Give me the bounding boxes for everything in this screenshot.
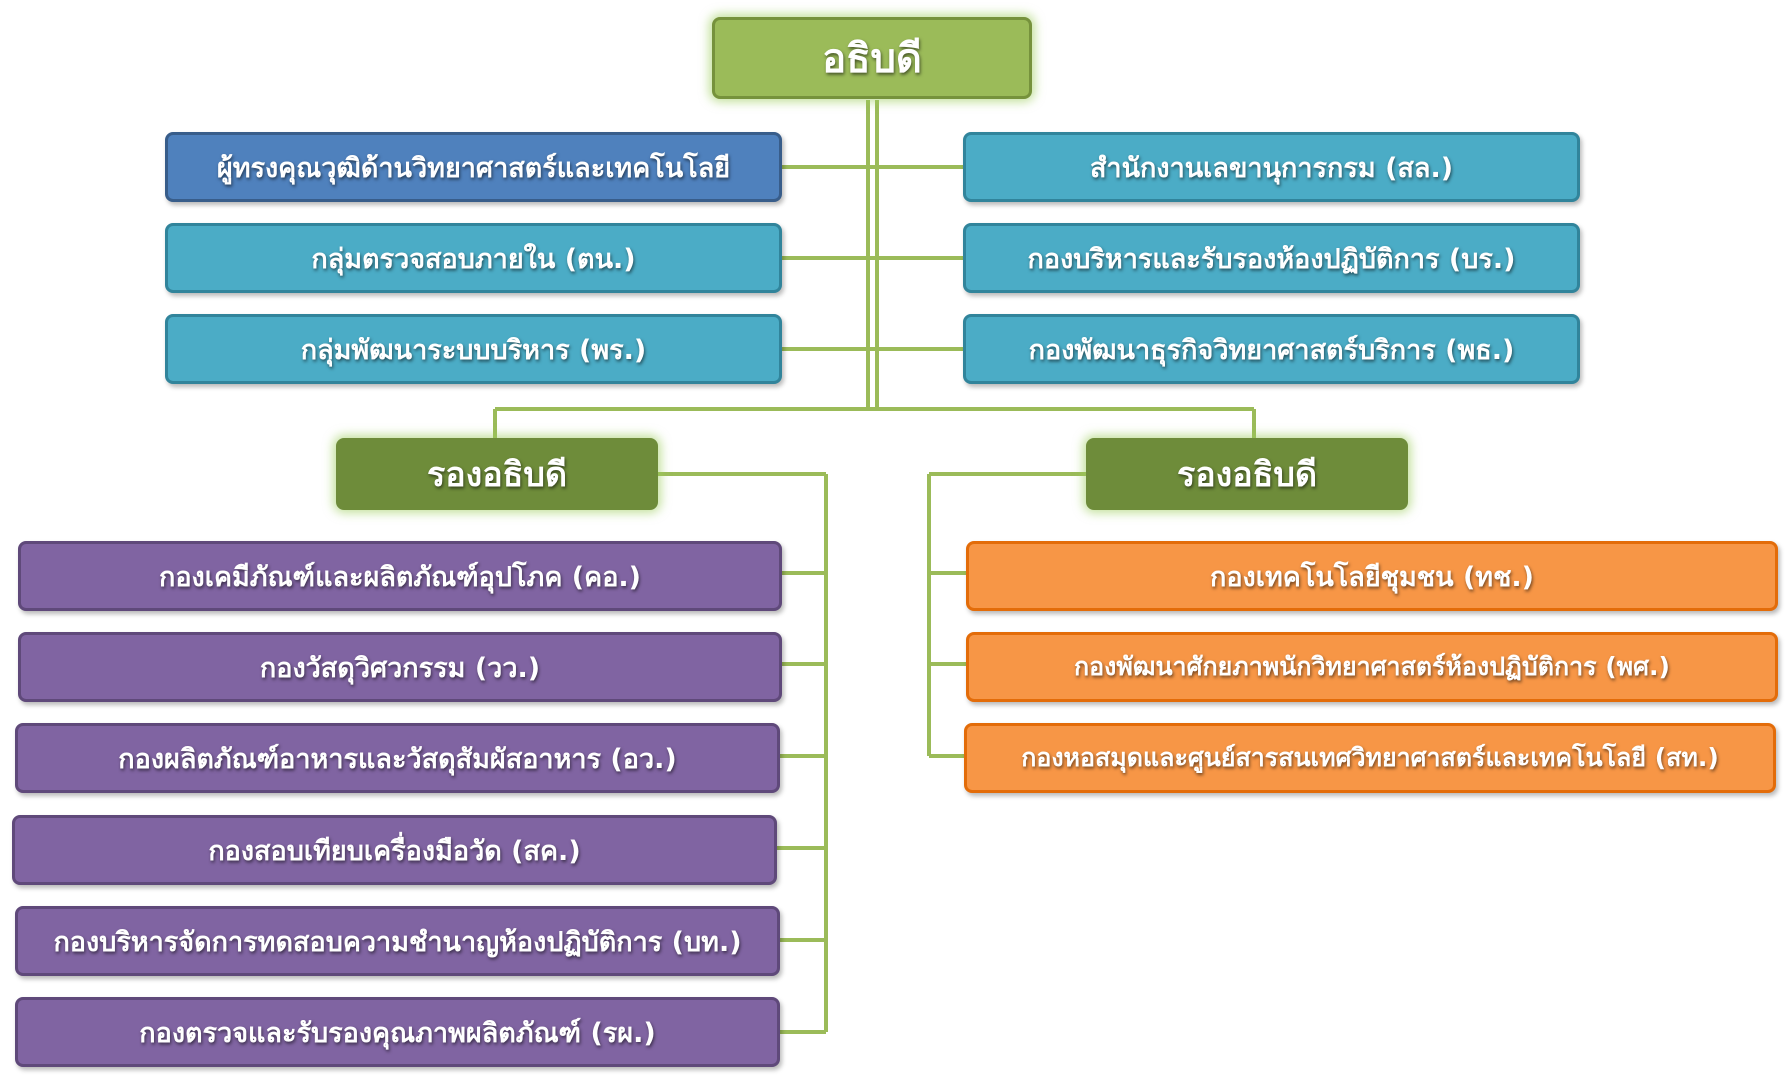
division-product-certification-label: กองตรวจและรับรองคุณภาพผลิตภัณฑ์ (รผ.) — [139, 1017, 656, 1049]
deputy-director-right-label: รองอธิบดี — [1176, 455, 1318, 495]
internal-audit-label: กลุ่มตรวจสอบภายใน (ตน.) — [311, 243, 636, 275]
science-business-development-box: กองพัฒนาธุรกิจวิทยาศาสตร์บริการ (พธ.) — [963, 314, 1580, 384]
division-scientist-development-box: กองพัฒนาศักยภาพนักวิทยาศาสตร์ห้องปฏิบัติ… — [966, 632, 1778, 702]
division-food-products-box: กองผลิตภัณฑ์อาหารและวัสดุสัมผัสอาหาร (อว… — [15, 723, 780, 793]
secretary-office-box: สำนักงานเลขานุการกรม (สล.) — [963, 132, 1580, 202]
science-business-development-label: กองพัฒนาธุรกิจวิทยาศาสตร์บริการ (พธ.) — [1028, 334, 1515, 366]
deputy-director-left-box: รองอธิบดี — [336, 438, 658, 510]
division-engineering-materials-label: กองวัสดุวิศวกรรม (วว.) — [259, 652, 541, 684]
division-library-information-box: กองหอสมุดและศูนย์สารสนเทศวิทยาศาสตร์และเ… — [964, 723, 1776, 793]
division-engineering-materials-box: กองวัสดุวิศวกรรม (วว.) — [18, 632, 782, 702]
division-library-information-label: กองหอสมุดและศูนย์สารสนเทศวิทยาศาสตร์และเ… — [1021, 743, 1719, 772]
director-general-label: อธิบดี — [822, 36, 922, 82]
division-product-certification-box: กองตรวจและรับรองคุณภาพผลิตภัณฑ์ (รผ.) — [15, 997, 780, 1067]
division-proficiency-testing-label: กองบริหารจัดการทดสอบความชำนาญห้องปฏิบัติ… — [53, 926, 742, 958]
public-sector-development-label: กลุ่มพัฒนาระบบบริหาร (พร.) — [300, 334, 647, 366]
expert-label: ผู้ทรงคุณวุฒิด้านวิทยาศาสตร์และเทคโนโลยี — [216, 152, 731, 184]
division-scientist-development-label: กองพัฒนาศักยภาพนักวิทยาศาสตร์ห้องปฏิบัติ… — [1074, 652, 1670, 681]
division-chemicals-label: กองเคมีภัณฑ์และผลิตภัณฑ์อุปโภค (คอ.) — [158, 561, 642, 593]
lab-admin-accreditation-box: กองบริหารและรับรองห้องปฏิบัติการ (บร.) — [963, 223, 1580, 293]
division-calibration-box: กองสอบเทียบเครื่องมือวัด (สค.) — [12, 815, 777, 885]
deputy-director-left-label: รองอธิบดี — [426, 455, 568, 495]
secretary-office-label: สำนักงานเลขานุการกรม (สล.) — [1089, 152, 1454, 184]
division-chemicals-box: กองเคมีภัณฑ์และผลิตภัณฑ์อุปโภค (คอ.) — [18, 541, 782, 611]
director-general-box: อธิบดี — [712, 17, 1032, 99]
division-food-products-label: กองผลิตภัณฑ์อาหารและวัสดุสัมผัสอาหาร (อว… — [118, 743, 677, 775]
division-proficiency-testing-box: กองบริหารจัดการทดสอบความชำนาญห้องปฏิบัติ… — [15, 906, 780, 976]
lab-admin-accreditation-label: กองบริหารและรับรองห้องปฏิบัติการ (บร.) — [1027, 243, 1516, 275]
division-community-tech-box: กองเทคโนโลยีชุมชน (ทช.) — [966, 541, 1778, 611]
internal-audit-box: กลุ่มตรวจสอบภายใน (ตน.) — [165, 223, 782, 293]
deputy-director-right-box: รองอธิบดี — [1086, 438, 1408, 510]
expert-box: ผู้ทรงคุณวุฒิด้านวิทยาศาสตร์และเทคโนโลยี — [165, 132, 782, 202]
public-sector-development-box: กลุ่มพัฒนาระบบบริหาร (พร.) — [165, 314, 782, 384]
division-community-tech-label: กองเทคโนโลยีชุมชน (ทช.) — [1209, 561, 1535, 593]
division-calibration-label: กองสอบเทียบเครื่องมือวัด (สค.) — [208, 835, 581, 867]
